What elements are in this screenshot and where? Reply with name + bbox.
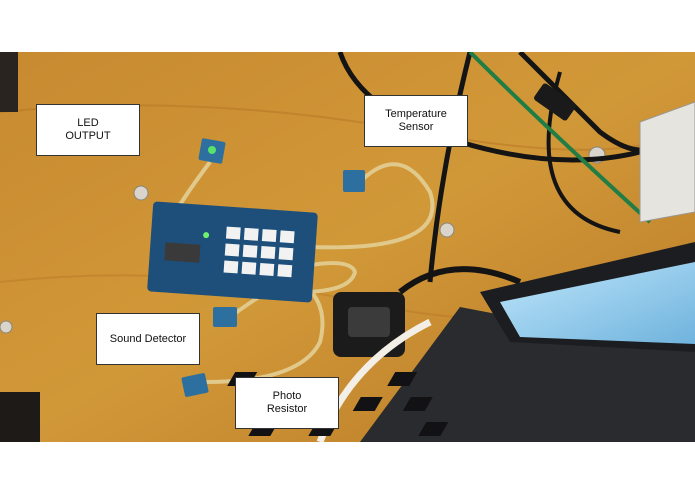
screw (439, 222, 455, 238)
temperature-sensor-label: Temperature Sensor (364, 95, 468, 147)
led-bulb (208, 146, 216, 154)
laptop-screen (500, 262, 695, 344)
floor-corner (0, 52, 18, 112)
usb-plug (534, 83, 576, 121)
grove-cable (299, 261, 358, 294)
black-cable (427, 52, 473, 283)
floor-corner (0, 392, 40, 442)
screw (133, 185, 149, 201)
screw (0, 320, 13, 334)
temperature-module (343, 170, 365, 192)
photo-module (181, 373, 209, 397)
grove-cable (309, 162, 435, 250)
board-connectors (164, 226, 295, 278)
adapter-label (348, 307, 390, 337)
sound-detector-label: Sound Detector (96, 313, 200, 365)
white-device (639, 101, 695, 223)
green-cable (468, 52, 652, 224)
sound-module (213, 307, 237, 327)
led-output-label: LED OUTPUT (36, 104, 140, 156)
black-cable (398, 266, 522, 295)
photo-resistor-label: Photo Resistor (235, 377, 339, 429)
